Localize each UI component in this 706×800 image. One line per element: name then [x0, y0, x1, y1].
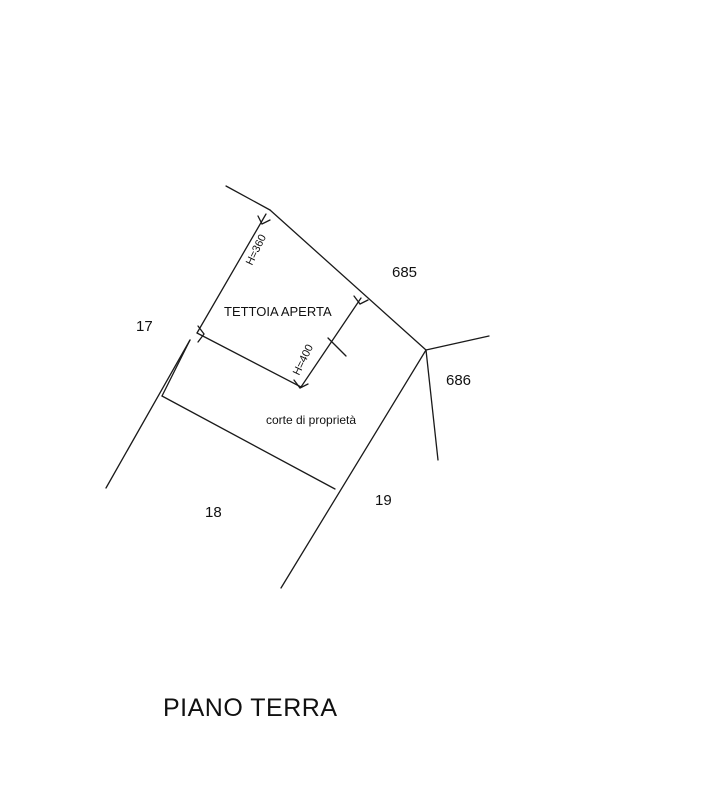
courtyard-upper-left — [161, 339, 191, 397]
corner-markers — [197, 215, 369, 389]
roof-right-wall — [300, 297, 362, 388]
floor-title: PIANO TERRA — [163, 694, 338, 722]
courtyard-label: corte di proprietà — [266, 413, 356, 427]
parcel-label-19: 19 — [375, 492, 392, 509]
boundary-685-edge — [269, 209, 427, 351]
boundary-686-upper — [425, 335, 490, 351]
boundary-686-lower — [425, 349, 439, 461]
height-label-360: H=360 — [244, 233, 269, 268]
roof-left-wall — [196, 213, 267, 334]
parcel-label-685: 685 — [392, 264, 417, 281]
roof-bottom-wall — [196, 332, 302, 388]
parcel-label-18: 18 — [205, 504, 222, 521]
boundary-17-edge — [105, 339, 191, 489]
parcel-label-686: 686 — [446, 372, 471, 389]
corner-marker-top — [257, 215, 271, 225]
corner-marker-left — [197, 325, 205, 343]
boundary-18-edge — [161, 395, 336, 490]
parcel-label-17: 17 — [136, 318, 153, 335]
roof-label: TETTOIA APERTA — [224, 304, 332, 319]
boundary-top-left-edge — [225, 185, 271, 211]
height-label-400: H=400 — [291, 343, 316, 378]
boundary-lines — [105, 185, 490, 589]
corner-marker-right — [353, 295, 369, 305]
roof-outline — [161, 213, 362, 397]
dimension-tick — [327, 337, 347, 357]
boundary-19-edge — [280, 349, 427, 589]
corner-marker-bottom — [293, 379, 309, 389]
